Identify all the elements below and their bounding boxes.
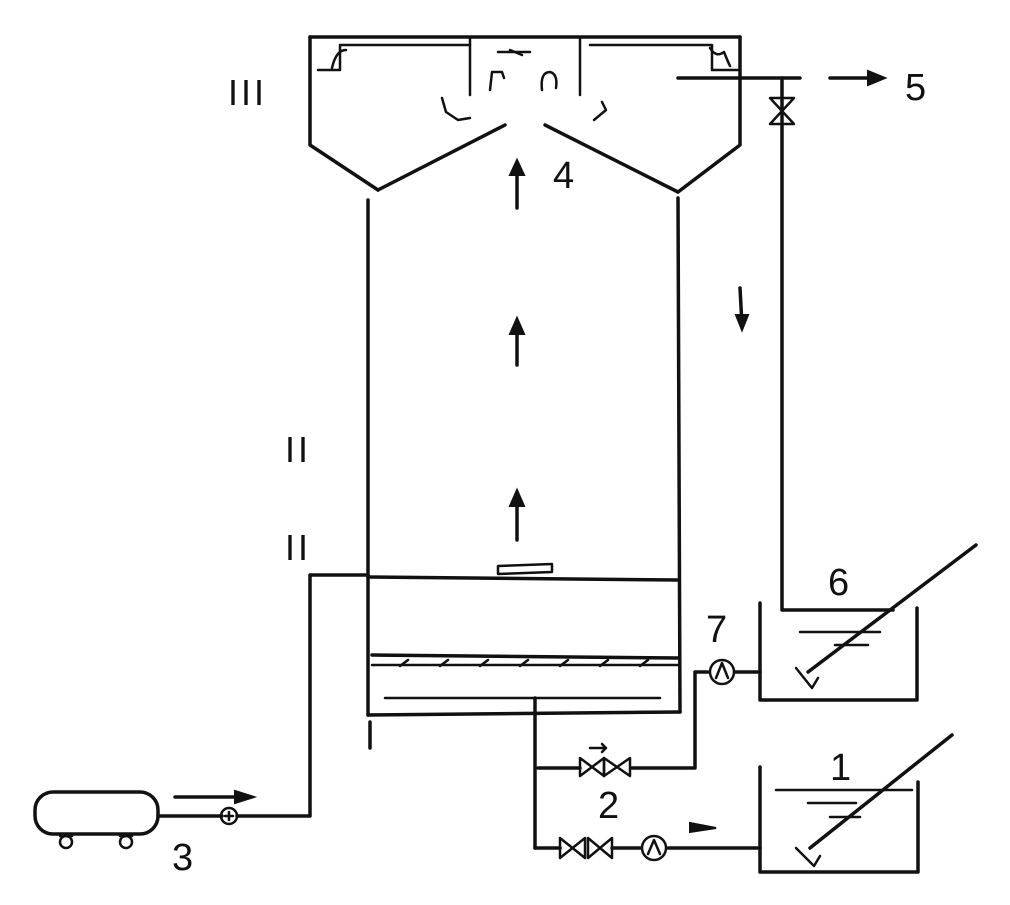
- label-2: 2: [598, 785, 619, 827]
- label-4: 4: [553, 155, 574, 197]
- tank-1: [758, 733, 954, 874]
- bottom-feed-lines: [533, 696, 762, 862]
- label-7: 7: [706, 609, 727, 651]
- label-zone-ii-upper: II: [285, 429, 311, 470]
- label-6: 6: [828, 562, 849, 604]
- label-zone-ii-lower: II: [285, 527, 311, 568]
- effluent-recycle-line: [676, 69, 895, 612]
- three-phase-separator: [308, 35, 742, 194]
- recirculation-pump-7: [536, 658, 762, 778]
- label-zone-iii: III: [228, 72, 267, 113]
- label-3: 3: [172, 837, 193, 879]
- label-5: 5: [905, 67, 926, 109]
- reactor-column: [366, 196, 682, 750]
- labels: III II II 4 5 6 7 2 1 3: [172, 67, 926, 879]
- label-1: 1: [830, 747, 851, 789]
- air-compressor-3: [33, 573, 370, 850]
- upflow-arrows: [508, 157, 526, 542]
- tank-6: [758, 543, 978, 702]
